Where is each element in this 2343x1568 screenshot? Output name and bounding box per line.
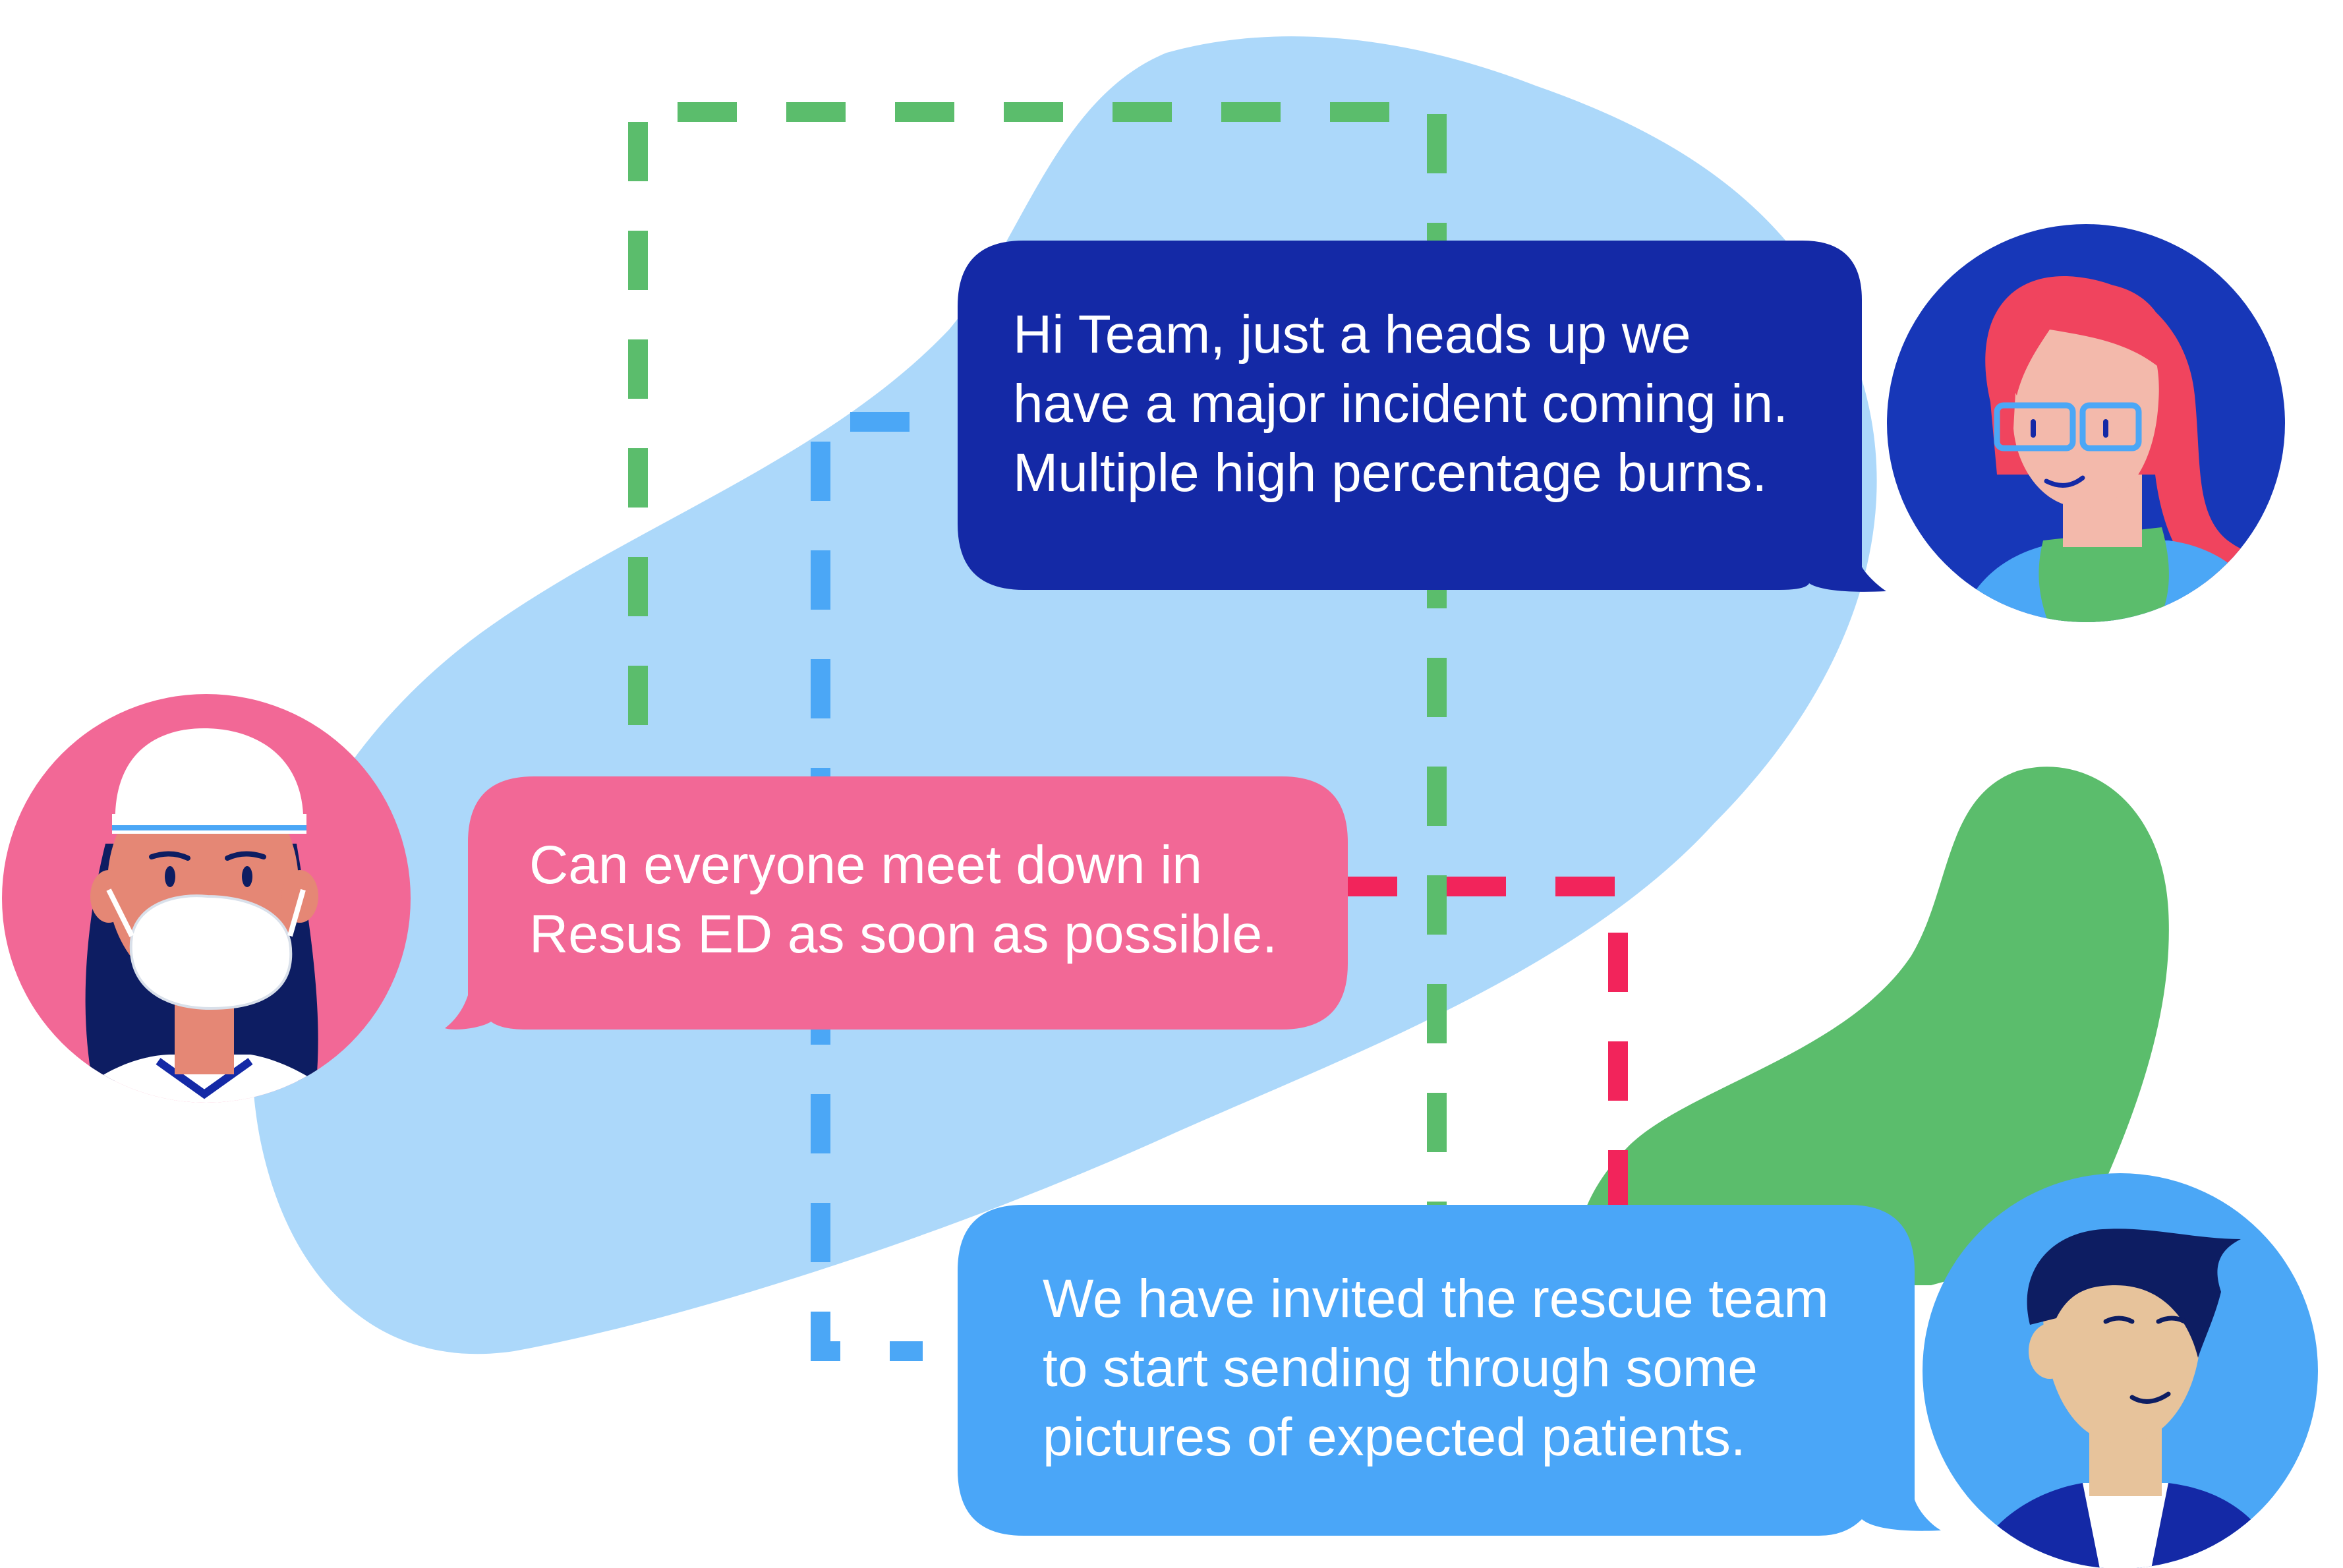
message-1-line-1: Hi Team, just a heads up we [1013, 305, 1691, 364]
message-3-line-1: We have invited the rescue team [1043, 1269, 1829, 1329]
message-bubble-1: Hi Team, just a heads up we have a major… [958, 241, 1886, 592]
connector-dashed-green [628, 102, 1447, 1318]
message-2-line-1: Can everyone meet down in [529, 835, 1202, 895]
message-2-text: Can everyone meet down in Resus ED as so… [529, 835, 1277, 964]
message-1-line-3: Multiple high percentage burns. [1013, 443, 1767, 503]
message-1-text: Hi Team, just a heads up we have a major… [1013, 305, 1803, 503]
message-bubble-3: We have invited the rescue team to start… [958, 1205, 1941, 1536]
message-2-line-2: Resus ED as soon as possible. [529, 904, 1277, 964]
avatar-woman-glasses [1887, 224, 2285, 622]
message-1-line-2: have a major incident coming in. [1013, 374, 1788, 434]
message-3-line-3: pictures of expected patients. [1043, 1407, 1746, 1467]
message-3-line-2: to start sending through some [1043, 1338, 1758, 1398]
avatar-man [1923, 1173, 2318, 1568]
message-3-text: We have invited the rescue team to start… [1043, 1269, 1843, 1467]
avatar-masked-clinician [2, 694, 411, 1103]
background-blob-green [1574, 767, 2169, 1285]
message-bubble-2: Can everyone meet down in Resus ED as so… [445, 776, 1348, 1030]
